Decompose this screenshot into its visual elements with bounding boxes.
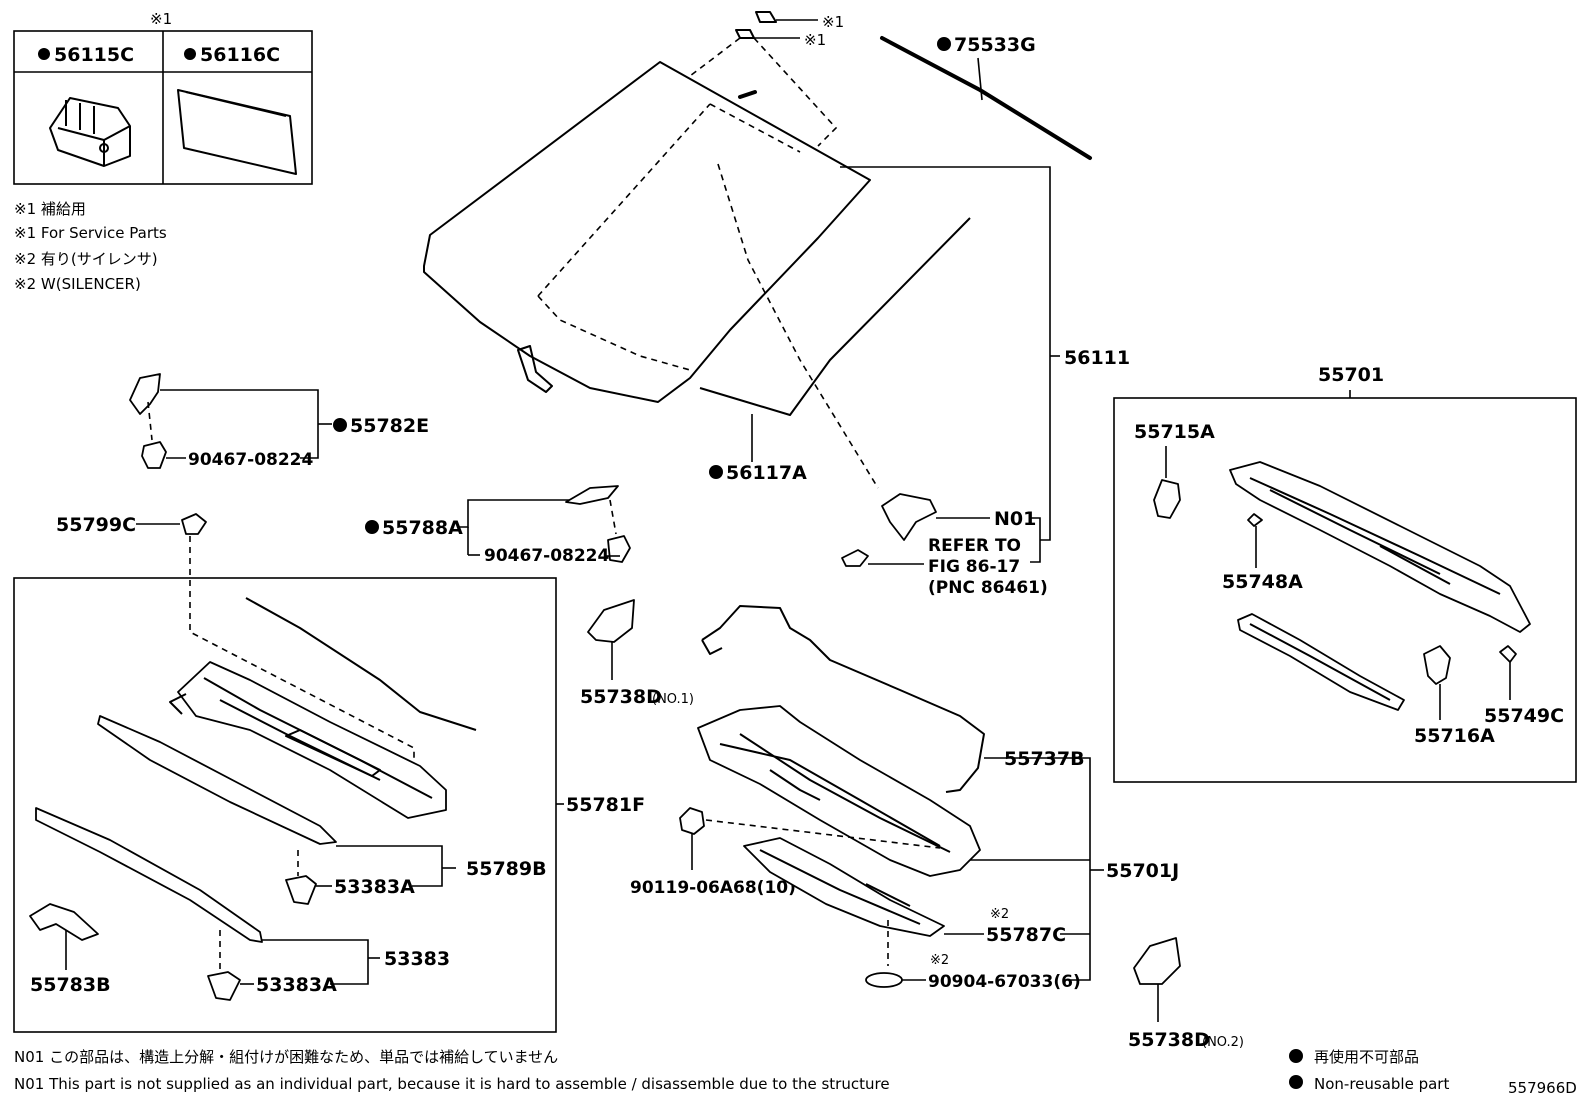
part-55749C: 55749C bbox=[1484, 705, 1564, 727]
service-parts-inset: ※1 56115C 56116C bbox=[13, 10, 313, 185]
part-55701: 55701 bbox=[1318, 364, 1384, 386]
notes: ※1 補給用 ※1 For Service Parts ※2 有り(サイレンサ)… bbox=[14, 200, 167, 293]
part-55737B: 55737B bbox=[1004, 748, 1085, 770]
part-90467-a: 90467-08224 bbox=[188, 450, 314, 470]
note-1-en: ※1 For Service Parts bbox=[14, 224, 167, 242]
bracket-N01: N01 REFER TO FIG 86-17 (PNC 86461) bbox=[841, 493, 1048, 598]
legend-jp: 再使用不可部品 bbox=[1314, 1048, 1419, 1066]
footer-n01-jp: N01 この部品は、構造上分解・組付けが困難なため、単品では補給していません bbox=[14, 1048, 558, 1066]
part-53383A-a: 53383A bbox=[334, 876, 415, 898]
leader-56111: 56111 bbox=[840, 166, 1130, 541]
clip-55749C-drawing bbox=[1499, 645, 1517, 663]
part-55738D-no2-sub: (NO.2) bbox=[1202, 1035, 1244, 1050]
weatherstrip-55737B-drawing bbox=[701, 605, 985, 793]
moulding-75533G: 75533G bbox=[880, 34, 1092, 160]
part-55738D-no1-sub: (NO.1) bbox=[652, 692, 694, 707]
refer-line-3: (PNC 86461) bbox=[928, 578, 1048, 598]
clip-56115C-drawing bbox=[49, 97, 131, 167]
part-55799C: 55799C bbox=[56, 514, 136, 536]
group-55788A: 55788A 90467-08224 bbox=[365, 485, 631, 566]
non-reusable-dot bbox=[38, 48, 50, 60]
part-55788A: 55788A bbox=[382, 517, 463, 539]
part-55701J: 55701J bbox=[1106, 860, 1179, 882]
part-75533G: 75533G bbox=[954, 34, 1036, 56]
refer-line-2: FIG 86-17 bbox=[928, 557, 1020, 577]
diagram-code: 557966D bbox=[1508, 1079, 1577, 1097]
seal-53383-drawing bbox=[35, 807, 263, 943]
part-55748A: 55748A bbox=[1222, 571, 1303, 593]
silencer-55787C-drawing bbox=[743, 837, 945, 937]
clip-55748A-drawing bbox=[1247, 513, 1263, 527]
note-1-jp: ※1 補給用 bbox=[14, 200, 86, 218]
cowl-panel-55701J-drawing bbox=[697, 705, 981, 877]
part-55716A: 55716A bbox=[1414, 725, 1495, 747]
group-55782E: 90467-08224 55782E bbox=[129, 373, 429, 470]
assembly-box-55781F bbox=[13, 577, 557, 1033]
part-55781F: 55781F bbox=[566, 794, 645, 816]
service-tags-top: ※1 ※1 bbox=[689, 11, 844, 147]
label-56117A: 56117A bbox=[709, 414, 807, 484]
part-55789B: 55789B bbox=[466, 858, 547, 880]
part-55738D-no2: 55738D bbox=[1128, 1029, 1210, 1051]
seal-55789B-drawing bbox=[97, 715, 337, 845]
footer-n01-en: N01 This part is not supplied as an indi… bbox=[14, 1075, 890, 1093]
windshield-glass bbox=[423, 61, 971, 416]
part-53383A-b: 53383A bbox=[256, 974, 337, 996]
bracket-55716A-drawing bbox=[1423, 645, 1451, 685]
clip-53383A-a bbox=[285, 875, 317, 905]
part-90904: 90904-67033(6) bbox=[928, 972, 1081, 992]
inset-service-marker: ※1 bbox=[150, 10, 172, 28]
mark-90904: ※2 bbox=[930, 953, 949, 968]
legend-dot-icon bbox=[1289, 1049, 1303, 1063]
legend-en: Non-reusable part bbox=[1314, 1075, 1449, 1093]
part-56116C: 56116C bbox=[200, 44, 280, 66]
part-55738D-no1: 55738D bbox=[580, 686, 662, 708]
part-55782E: 55782E bbox=[350, 415, 429, 437]
cowl-inner-55701-drawing bbox=[1229, 461, 1531, 633]
part-56117A: 56117A bbox=[726, 462, 807, 484]
bracket-55783B-drawing bbox=[29, 903, 99, 970]
part-55787C: 55787C bbox=[986, 924, 1066, 946]
tag-service-2: ※1 bbox=[804, 31, 826, 49]
bolt-90119: 90119-06A68(10) bbox=[630, 807, 941, 898]
panel-55738D-no1: 55738D (NO.1) bbox=[580, 599, 694, 708]
note-2-en: ※2 W(SILENCER) bbox=[14, 275, 141, 293]
group-55799C: 55799C bbox=[56, 513, 415, 790]
part-56111: 56111 bbox=[1064, 347, 1130, 369]
part-90467-b: 90467-08224 bbox=[484, 546, 610, 566]
part-55715A: 55715A bbox=[1134, 421, 1215, 443]
part-55783B: 55783B bbox=[30, 974, 111, 996]
clip-90904: ※2 90904-67033(6) bbox=[865, 920, 1081, 992]
tag-service-1: ※1 bbox=[822, 13, 844, 31]
legend-dot-icon bbox=[1289, 1075, 1303, 1089]
cowl-top-panel-drawing bbox=[169, 597, 477, 819]
part-56115C: 56115C bbox=[54, 44, 134, 66]
part-90119: 90119-06A68(10) bbox=[630, 878, 796, 898]
panel-55738D-no2: 55738D (NO.2) bbox=[1128, 937, 1244, 1051]
refer-line-1: REFER TO bbox=[928, 536, 1021, 556]
bracket-55715A-drawing bbox=[1153, 479, 1181, 519]
strip-56116C-drawing bbox=[177, 89, 297, 175]
reinforcement-55716A-drawing bbox=[1237, 613, 1405, 711]
non-reusable-dot bbox=[184, 48, 196, 60]
dashed-guide-n01 bbox=[717, 163, 879, 489]
part-53383: 53383 bbox=[384, 948, 450, 970]
part-N01: N01 bbox=[994, 508, 1036, 530]
note-2-jp: ※2 有り(サイレンサ) bbox=[14, 250, 158, 268]
clip-53383A-b bbox=[207, 971, 241, 1001]
assembly-box-55701 bbox=[1113, 397, 1577, 783]
mark-55787C: ※2 bbox=[990, 907, 1009, 922]
